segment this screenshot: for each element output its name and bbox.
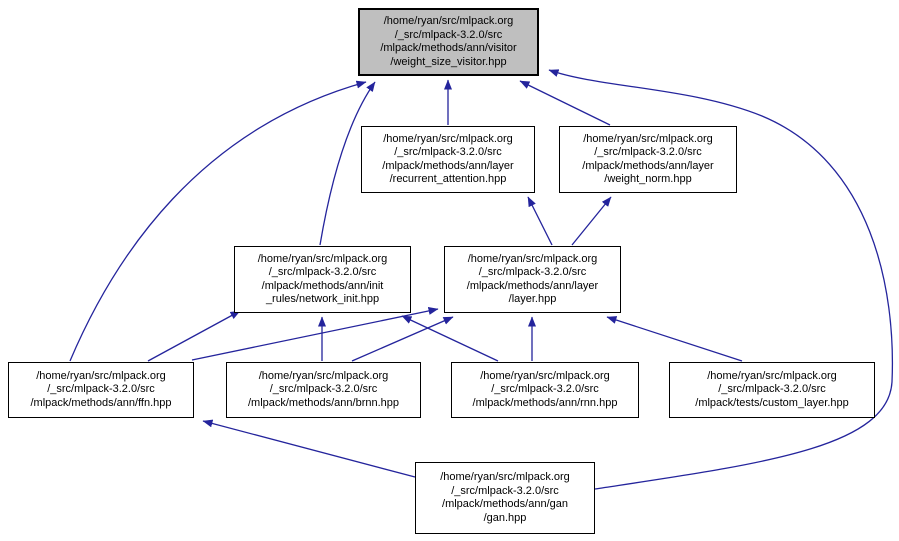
node-line: /home/ryan/src/mlpack.org	[480, 369, 610, 382]
edge-layer-to-recurrent-attention	[527, 196, 553, 246]
node-recurrent-attention[interactable]: /home/ryan/src/mlpack.org /_src/mlpack-3…	[361, 126, 535, 193]
edge-gan-to-ffn	[202, 419, 416, 478]
node-line: /mlpack/methods/ann/rnn.hpp	[472, 396, 618, 409]
edge-weight-norm-to-weight-size-visitor	[519, 80, 611, 126]
node-line: /home/ryan/src/mlpack.org	[258, 369, 389, 382]
node-ffn[interactable]: /home/ryan/src/mlpack.org /_src/mlpack-3…	[8, 362, 194, 418]
node-line: /recurrent_attention.hpp	[389, 173, 507, 185]
node-line: /mlpack/methods/ann/layer	[466, 279, 599, 292]
node-custom-layer[interactable]: /home/ryan/src/mlpack.org /_src/mlpack-3…	[669, 362, 875, 418]
edge-gan-to-weight-size-visitor	[548, 69, 894, 490]
node-gan[interactable]: /home/ryan/src/mlpack.org /_src/mlpack-3…	[415, 462, 595, 534]
node-line: /mlpack/methods/ann/gan	[442, 498, 568, 510]
edge-brnn-to-layer	[351, 316, 454, 362]
node-line: /home/ryan/src/mlpack.org	[383, 15, 514, 27]
node-line: /weight_size_visitor.hpp	[390, 55, 507, 68]
node-line: /_src/mlpack-3.2.0/src	[478, 266, 587, 278]
node-line: /_src/mlpack-3.2.0/src	[718, 383, 826, 396]
edge-ffn-to-weight-size-visitor	[69, 80, 367, 362]
node-line: /mlpack/methods/ann/init	[261, 279, 384, 292]
node-layer[interactable]: /home/ryan/src/mlpack.org /_src/mlpack-3…	[444, 246, 621, 313]
node-line: /home/ryan/src/mlpack.org	[440, 471, 570, 483]
node-weight-norm[interactable]: /home/ryan/src/mlpack.org /_src/mlpack-3…	[559, 126, 737, 193]
node-line: /mlpack/tests/custom_layer.hpp	[695, 396, 849, 409]
node-line: /_src/mlpack-3.2.0/src	[268, 266, 377, 278]
node-line: /mlpack/methods/ann/visitor	[380, 42, 517, 54]
node-line: /_src/mlpack-3.2.0/src	[594, 146, 702, 158]
node-line: /home/ryan/src/mlpack.org	[257, 252, 388, 265]
node-line: /gan.hpp	[483, 511, 527, 524]
node-line: /_src/mlpack-3.2.0/src	[47, 383, 155, 396]
edge-custom-layer-to-layer	[606, 316, 743, 362]
edge-layer-to-weight-norm	[571, 196, 612, 246]
node-line: /home/ryan/src/mlpack.org	[36, 369, 166, 382]
edge-rnn-to-network-init	[401, 315, 499, 362]
node-line: /layer.hpp	[508, 293, 557, 305]
node-line: /home/ryan/src/mlpack.org	[467, 252, 598, 265]
node-brnn[interactable]: /home/ryan/src/mlpack.org /_src/mlpack-3…	[226, 362, 421, 418]
node-line: /mlpack/methods/ann/layer	[382, 159, 514, 172]
node-line: /_src/mlpack-3.2.0/src	[394, 28, 503, 41]
node-line: /home/ryan/src/mlpack.org	[583, 132, 713, 145]
node-line: /home/ryan/src/mlpack.org	[707, 369, 837, 382]
node-line: /mlpack/methods/ann/layer	[582, 159, 714, 172]
node-line: /mlpack/methods/ann/brnn.hpp	[247, 396, 400, 409]
node-network-init[interactable]: /home/ryan/src/mlpack.org /_src/mlpack-3…	[234, 246, 411, 313]
node-line: /weight_norm.hpp	[604, 173, 692, 185]
edge-network-init-to-weight-size-visitor	[319, 81, 376, 246]
node-line: /_src/mlpack-3.2.0/src	[491, 383, 599, 396]
edge-ffn-to-layer	[191, 307, 439, 361]
node-line: /_src/mlpack-3.2.0/src	[451, 484, 559, 497]
edge-ffn-to-network-init	[147, 310, 241, 362]
node-line: /home/ryan/src/mlpack.org	[383, 132, 513, 145]
node-weight-size-visitor[interactable]: /home/ryan/src/mlpack.org /_src/mlpack-3…	[358, 8, 539, 76]
node-line: /mlpack/methods/ann/ffn.hpp	[30, 396, 172, 409]
node-rnn[interactable]: /home/ryan/src/mlpack.org /_src/mlpack-3…	[451, 362, 639, 418]
node-line: /_src/mlpack-3.2.0/src	[269, 383, 378, 396]
node-line: _rules/network_init.hpp	[265, 293, 380, 305]
node-line: /_src/mlpack-3.2.0/src	[394, 146, 502, 158]
